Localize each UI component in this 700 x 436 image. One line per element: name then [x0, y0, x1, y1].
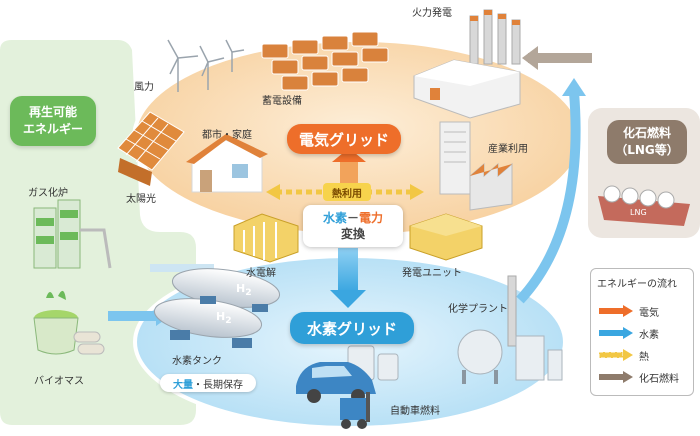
electrolysis-label: 水電解 [246, 268, 276, 279]
legend-label-fossil: 化石燃料 [639, 374, 679, 385]
legend-arrow-heat [599, 349, 633, 361]
legend-label-electricity: 電気 [639, 308, 659, 319]
forklift-icon [340, 392, 370, 429]
tank-symbol-upper: H2 [236, 282, 252, 298]
conversion-up-arrowhead [332, 148, 366, 162]
legend-label-hydrogen: 水素 [639, 330, 659, 341]
legend-item-electricity: 電気 [599, 303, 691, 319]
power-unit-label: 発電ユニット [402, 268, 462, 279]
conversion-up-shaft [340, 160, 358, 184]
conversion-down-arrowhead [330, 290, 366, 308]
thermal-label: 火力発電 [412, 8, 452, 19]
city-label: 都市・家庭 [202, 130, 252, 141]
chemical-plant-icon [457, 275, 563, 384]
car-icon [296, 362, 376, 403]
conversion-down-shaft [338, 248, 358, 292]
gasification-icon [33, 199, 112, 269]
electric-grid-title: 電気グリッド [287, 124, 401, 154]
tank-symbol-lower-2: 2 [225, 315, 232, 327]
hydrogen-up-arrowhead [562, 78, 586, 96]
tank-symbol-upper-h: H [236, 282, 246, 295]
conversion-hydrogen: 水素 [322, 211, 347, 225]
legend-title: エネルギーの流れ [597, 279, 677, 290]
renewable-title-line-1: 再生可能 [28, 105, 77, 119]
heat-left-arrowhead [266, 184, 280, 200]
fossil-fuel-badge: 化石燃料 （LNG等） [607, 120, 687, 164]
vehicle-label: 自動車燃料 [390, 406, 440, 417]
heat-badge: 熱利用 [323, 183, 371, 201]
conversion-electricity: 電力 [359, 211, 384, 225]
conversion-dash: － [346, 211, 359, 225]
storage-rest: ・長期保存 [193, 379, 243, 391]
fossil-arrowhead [522, 46, 538, 70]
solar-panel-icon [117, 111, 185, 186]
wind-turbine-icon [167, 39, 245, 92]
storage-tag: 大量・長期保存 [160, 374, 256, 392]
house-icon [186, 134, 268, 193]
renewable-energy-badge: 再生可能 エネルギー [10, 96, 96, 146]
tank-label: 水素タンク [172, 356, 222, 367]
hydrogen-to-thermal-arrow [516, 91, 581, 304]
industry-label: 産業利用 [488, 144, 528, 155]
storage-highlight: 大量 [173, 379, 193, 391]
hydrogen-grid-title: 水素グリッド [290, 312, 414, 344]
legend-item-fossil: 化石燃料 [599, 369, 691, 385]
tank-symbol-lower-h: H [216, 310, 226, 323]
legend-label-heat: 熱 [639, 352, 649, 363]
lng-ship-icon [598, 185, 690, 226]
legend: エネルギーの流れ 電気 水素 熱 化石燃料 [590, 268, 694, 396]
legend-arrow-fossil [599, 371, 633, 383]
conversion-box: 水素－電力 変換 [303, 205, 403, 247]
tank-symbol-lower: H2 [216, 310, 232, 326]
legend-arrow-electricity [599, 305, 633, 317]
electrolysis-icon [233, 213, 299, 263]
biomass-label: バイオマス [34, 376, 84, 387]
thermal-plant-icon [413, 9, 521, 119]
wind-label: 風力 [134, 82, 154, 93]
fossil-title: 化石燃料 [622, 126, 671, 140]
heat-right-arrowhead [410, 184, 424, 200]
lng-ship-label: LNG [630, 208, 647, 217]
renewable-title-line-2: エネルギー [22, 122, 83, 136]
chemical-label: 化学プラント [448, 304, 508, 315]
power-unit-icon [409, 213, 483, 261]
battery-storage-icon [261, 31, 389, 91]
legend-arrow-hydrogen [599, 327, 633, 339]
battery-label: 蓄電設備 [262, 96, 302, 107]
biomass-icon [33, 290, 105, 355]
legend-item-heat: 熱 [599, 347, 691, 363]
legend-item-hydrogen: 水素 [599, 325, 691, 341]
factory-icon [439, 121, 513, 211]
solar-label: 太陽光 [126, 194, 156, 205]
fossil-sub: （LNG等） [615, 143, 679, 157]
tank-symbol-upper-2: 2 [245, 287, 252, 299]
hydrogen-tank-icon [153, 268, 281, 348]
conversion-title: 水素－電力 [323, 210, 383, 226]
conversion-label: 変換 [340, 227, 365, 241]
gasification-label: ガス化炉 [28, 188, 68, 199]
